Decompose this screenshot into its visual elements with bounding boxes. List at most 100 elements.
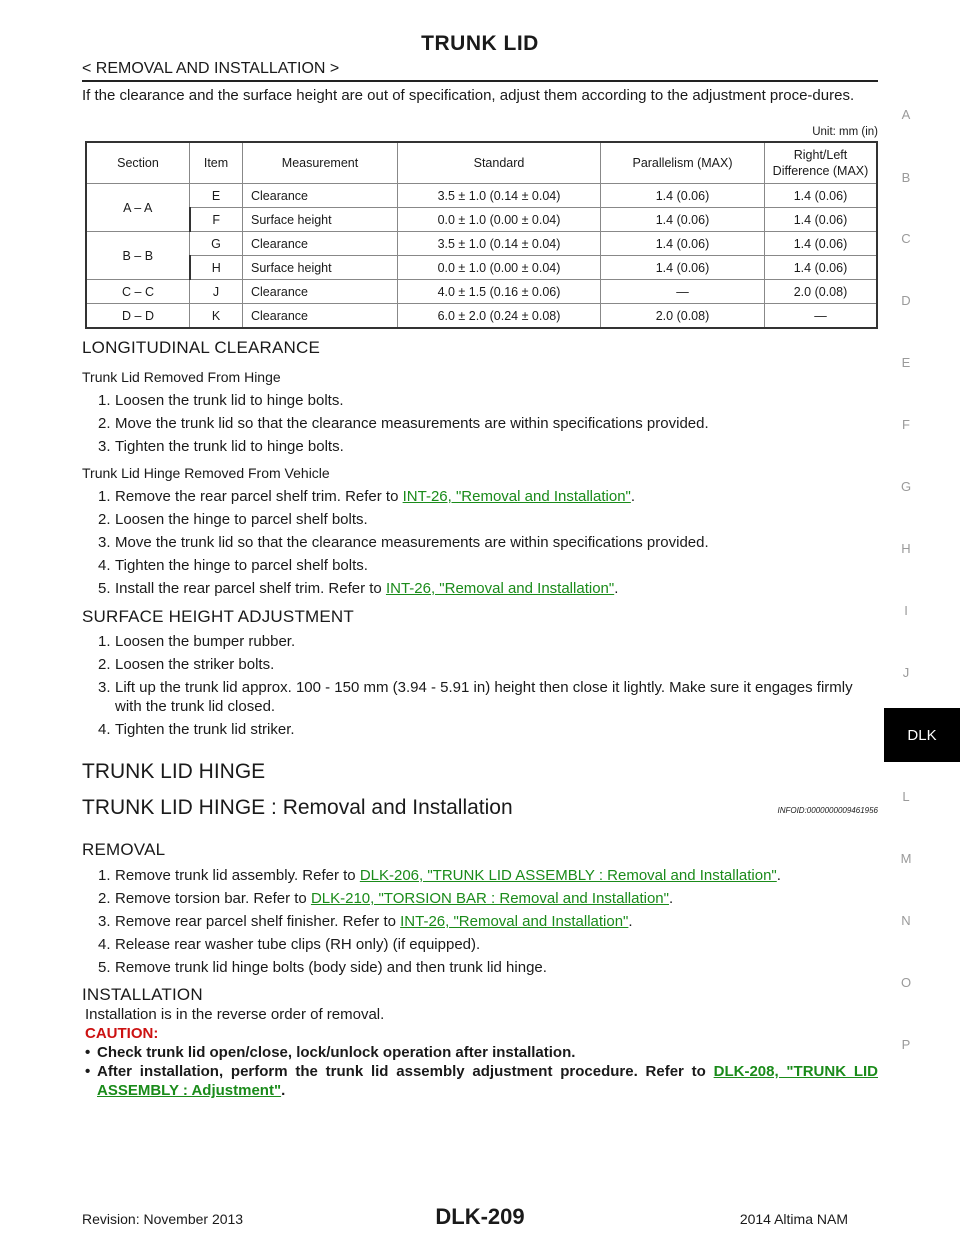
footer-model: 2014 Altima NAM — [739, 1211, 848, 1227]
table-row: H Surface height 0.0 ± 1.0 (0.00 ± 0.04)… — [86, 255, 878, 280]
step-text: Loosen the trunk lid to hinge bolts. — [115, 392, 344, 409]
header-rule — [82, 80, 878, 82]
index-letter-l[interactable]: L — [902, 789, 910, 804]
link-dlk-208[interactable]: DLK-208, "TRUNK LID ASSEMBLY : Adjustmen… — [97, 1063, 878, 1099]
steps-removal: 1.Remove trunk lid assembly. Refer to DL… — [82, 864, 878, 979]
cell-measurement: Clearance — [242, 303, 398, 329]
list-item: 1.Loosen the bumper rubber. — [82, 630, 878, 653]
cell-parallelism: — — [600, 279, 765, 304]
cell-measurement: Surface height — [242, 255, 398, 280]
index-letter-e[interactable]: E — [901, 355, 911, 370]
step-text: Move the trunk lid so that the clearance… — [115, 534, 709, 551]
footer-revision: Revision: November 2013 — [82, 1211, 244, 1227]
step-text-after: . — [614, 580, 619, 597]
table-row: B – B G Clearance 3.5 ± 1.0 (0.14 ± 0.04… — [85, 231, 878, 280]
steps-surface-height: 1.Loosen the bumper rubber. 2.Loosen the… — [82, 630, 878, 741]
step-text: Loosen the bumper rubber. — [115, 633, 296, 650]
cell-parallelism: 1.4 (0.06) — [600, 183, 765, 208]
cell-difference: 1.4 (0.06) — [764, 207, 878, 232]
index-letter-i[interactable]: I — [904, 603, 908, 618]
list-item: 2.Loosen the hinge to parcel shelf bolts… — [82, 508, 878, 531]
cell-standard: 4.0 ± 1.5 (0.16 ± 0.06) — [397, 279, 601, 304]
caution-text: After installation, perform the trunk li… — [97, 1063, 714, 1080]
cell-measurement: Surface height — [242, 207, 398, 232]
list-item: 4.Release rear washer tube clips (RH onl… — [82, 933, 878, 956]
cell-section: A – A — [85, 183, 190, 232]
heading-longitudinal-clearance: LONGITUDINAL CLEARANCE — [82, 338, 321, 357]
cell-difference: — — [764, 303, 878, 329]
footer-page-code: DLK-209 — [435, 1204, 525, 1229]
header-difference-line2: Difference (MAX) — [772, 164, 869, 178]
index-letter-c[interactable]: C — [901, 231, 911, 246]
cell-measurement: Clearance — [242, 279, 398, 304]
index-letter-g[interactable]: G — [900, 479, 912, 494]
cell-standard: 0.0 ± 1.0 (0.00 ± 0.04) — [397, 255, 601, 280]
link-int-26[interactable]: INT-26, "Removal and Installation" — [400, 913, 629, 930]
index-letter-p[interactable]: P — [901, 1037, 911, 1052]
list-item: 2.Loosen the striker bolts. — [82, 653, 878, 676]
step-number: 2. — [98, 890, 111, 907]
list-item: 5.Install the rear parcel shelf trim. Re… — [82, 577, 878, 600]
step-number: 3. — [98, 913, 111, 930]
index-letter-m[interactable]: M — [900, 851, 912, 866]
index-tab-dlk[interactable]: DLK — [884, 708, 960, 762]
page-title: TRUNK LID — [421, 32, 539, 55]
steps-lid-removed: 1.Loosen the trunk lid to hinge bolts. 2… — [82, 389, 878, 458]
cell-difference: 1.4 (0.06) — [764, 183, 878, 208]
index-letter-b[interactable]: B — [901, 170, 911, 185]
header-item: Item — [189, 141, 243, 184]
link-dlk-206[interactable]: DLK-206, "TRUNK LID ASSEMBLY : Removal a… — [359, 867, 777, 884]
list-item: 3.Lift up the trunk lid approx. 100 - 15… — [82, 676, 878, 718]
link-int-26[interactable]: INT-26, "Removal and Installation" — [385, 580, 615, 597]
subheading-hinge-removed-from-vehicle: Trunk Lid Hinge Removed From Vehicle — [82, 465, 330, 481]
step-text-after: . — [776, 867, 781, 884]
index-letter-j[interactable]: J — [902, 665, 910, 680]
step-number: 1. — [98, 392, 111, 409]
list-item: 5.Remove trunk lid hinge bolts (body sid… — [82, 956, 878, 979]
step-text: Remove torsion bar. Refer to — [115, 890, 311, 907]
index-letter-d[interactable]: D — [901, 293, 911, 308]
index-letter-o[interactable]: O — [900, 975, 912, 990]
step-text: Remove trunk lid hinge bolts (body side)… — [115, 959, 547, 976]
step-number: 3. — [98, 534, 111, 551]
index-letter-n[interactable]: N — [901, 913, 911, 928]
step-number: 5. — [98, 959, 111, 976]
cell-item: G — [189, 231, 243, 256]
heading-installation: INSTALLATION — [82, 985, 203, 1004]
header-standard: Standard — [397, 141, 601, 184]
cell-standard: 6.0 ± 2.0 (0.24 ± 0.08) — [397, 303, 601, 329]
list-item: 1.Remove the rear parcel shelf trim. Ref… — [82, 485, 878, 508]
heading-hinge-removal-installation: TRUNK LID HINGE : Removal and Installati… — [82, 796, 513, 819]
caution-text-after: . — [281, 1082, 286, 1099]
index-letter-f[interactable]: F — [902, 417, 910, 432]
link-int-26[interactable]: INT-26, "Removal and Installation" — [402, 488, 631, 505]
list-item: 3.Remove rear parcel shelf finisher. Ref… — [82, 910, 878, 933]
header-measurement: Measurement — [242, 141, 398, 184]
info-id: INFOID:0000000009461956 — [777, 806, 878, 815]
list-item: •After installation, perform the trunk l… — [85, 1062, 878, 1100]
steps-hinge-removed: 1.Remove the rear parcel shelf trim. Ref… — [82, 485, 878, 600]
cell-item: K — [189, 303, 243, 329]
step-number: 1. — [98, 488, 111, 505]
caution-list: •Check trunk lid open/close, lock/unlock… — [85, 1043, 878, 1100]
cell-parallelism: 1.4 (0.06) — [600, 207, 765, 232]
cell-section: C – C — [85, 279, 190, 304]
step-number: 4. — [98, 557, 111, 574]
cell-measurement: Clearance — [242, 183, 398, 208]
cell-item: J — [189, 279, 243, 304]
table-row: C – C J Clearance 4.0 ± 1.5 (0.16 ± 0.06… — [85, 279, 878, 304]
table-row: F Surface height 0.0 ± 1.0 (0.00 ± 0.04)… — [86, 207, 878, 232]
index-letter-a[interactable]: A — [901, 107, 911, 122]
cell-standard: 3.5 ± 1.0 (0.14 ± 0.04) — [397, 231, 601, 256]
heading-trunk-lid-hinge: TRUNK LID HINGE — [82, 760, 266, 783]
step-text: Move the trunk lid so that the clearance… — [115, 415, 709, 432]
list-item: •Check trunk lid open/close, lock/unlock… — [85, 1043, 878, 1062]
subheading-lid-removed-from-hinge: Trunk Lid Removed From Hinge — [82, 369, 281, 385]
index-letter-h[interactable]: H — [901, 541, 911, 556]
cell-difference: 1.4 (0.06) — [764, 231, 878, 256]
step-number: 2. — [98, 656, 111, 673]
cell-section: B – B — [85, 231, 190, 280]
step-number: 4. — [98, 936, 111, 953]
link-dlk-210[interactable]: DLK-210, "TORSION BAR : Removal and Inst… — [310, 890, 669, 907]
